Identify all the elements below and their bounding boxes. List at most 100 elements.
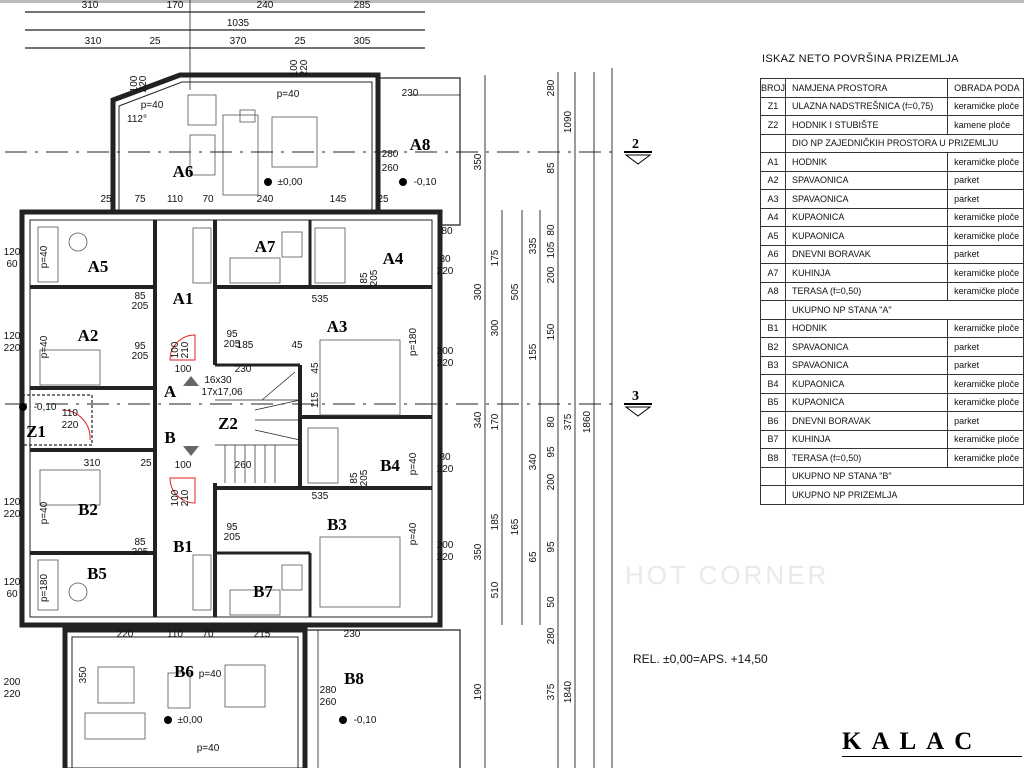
cell-obrada: keramičke ploče [947,152,1024,172]
cell-namjena: KUPAONICA [785,392,949,412]
dimension-label: p=40 [39,245,50,268]
dimension-label: 70 [202,629,214,640]
dimension-label: 65 [528,551,539,563]
section-marker-3-label: 3 [632,389,639,404]
cell-obrada: keramičke ploče [947,374,1024,394]
cell-broj: A4 [759,207,787,227]
dimension-label: 260 [382,163,399,174]
dimension-label: 280 [546,79,557,96]
walls [5,0,620,768]
room-label-b8: B8 [344,669,364,688]
cell-namjena: KUPAONICA [785,374,949,394]
level-marker-icon [339,716,347,724]
dimension-label: 115 [310,392,321,408]
dimension-label: 300 [473,283,484,300]
cell-broj: A1 [759,152,787,172]
dimension-label: p=180 [408,328,419,357]
cell-namjena: SPAVAONICA [785,189,949,209]
dimension-label: 170 [167,0,184,11]
cell-obrada: keramičke ploče [947,429,1024,449]
dimension-label: 220 [437,464,454,475]
dimension-label: 100 [170,341,181,358]
dimension-label: 200 [4,677,21,688]
dimension-label: 220 [4,343,21,354]
dimension-label: 220 [437,552,454,563]
dimension-label: 310 [85,36,102,47]
dimension-label: p=40 [141,100,164,111]
dimension-label: 535 [312,294,329,305]
dimension-label: 85 [134,291,146,302]
room-label-b5: B5 [87,564,107,583]
dimension-label: 220 [299,59,310,76]
dimension-label: 305 [354,36,371,47]
cell-broj: B3 [759,355,787,375]
dimension-label: 310 [84,458,101,469]
level-marker-icon [399,178,407,186]
cell-namjena: KUPAONICA [785,207,949,227]
room-label-a5: A5 [88,257,109,276]
cell-namjena: UKUPNO NP STANA "A" [785,300,1024,320]
dimension-label: 285 [354,0,371,11]
room-label-b: B [164,428,175,447]
dimension-label: 335 [528,237,539,254]
dimension-label: 220 [437,266,454,277]
cell-namjena: KUPAONICA [785,226,949,246]
dimension-label: 510 [490,581,501,598]
dimension-label: 185 [237,340,254,351]
dimension-label: 260 [320,697,337,708]
dimension-label: 205 [224,532,241,543]
dimension-label: 220 [62,420,79,431]
cell-namjena: HODNIK I STUBIŠTE [785,115,949,135]
dimension-label: 85 [546,162,557,174]
dimension-label: 220 [138,75,149,92]
dimension-label: 100 [129,75,140,92]
dimension-label: 220 [117,629,134,640]
cell-obrada: parket [947,411,1024,431]
dimension-label: 25 [294,36,306,47]
room-label-a3: A3 [327,317,348,336]
dimension-label: 45 [310,362,321,374]
cell-broj: B6 [759,411,787,431]
dimension-label: 230 [402,88,419,99]
cell-namjena: SPAVAONICA [785,337,949,357]
level-label: ±0,00 [178,715,203,726]
cell-obrada: keramičke ploče [947,96,1024,116]
room-label-a: A [164,382,177,401]
dimension-label: 280 [320,685,337,696]
dimension-label: 85 [134,537,146,548]
dimension-label: 25 [149,36,161,47]
dimension-label: 230 [344,629,361,640]
cell-broj: B1 [759,318,787,338]
cell-obrada: parket [947,189,1024,209]
section-marker-2-label: 2 [632,137,639,152]
level-marker-icon [264,178,272,186]
dimension-label: 200 [437,540,454,551]
cell-broj: B8 [759,448,787,468]
cell-namjena: KUHINJA [785,263,949,283]
dimension-label: 220 [437,358,454,369]
dimension-label: 100 [289,59,300,76]
cell-namjena: KUHINJA [785,429,949,449]
elevation-reference-note: REL. ±0,00=APS. +14,50 [633,652,768,666]
dimension-label: 260 [235,460,252,471]
dimension-label: 75 [134,194,146,205]
dimension-label: p=40 [197,743,220,754]
dimension-label: 85 [349,472,360,484]
cell-obrada: keramičke ploče [947,392,1024,412]
level-label: -0,10 [34,402,57,413]
dimension-label: 17x17,06 [201,387,243,398]
dimension-label: 210 [180,341,191,358]
room-label-z2: Z2 [218,414,238,433]
cell-namjena: UKUPNO NP STANA "B" [785,466,1024,486]
dimension-label: 205 [132,351,149,362]
